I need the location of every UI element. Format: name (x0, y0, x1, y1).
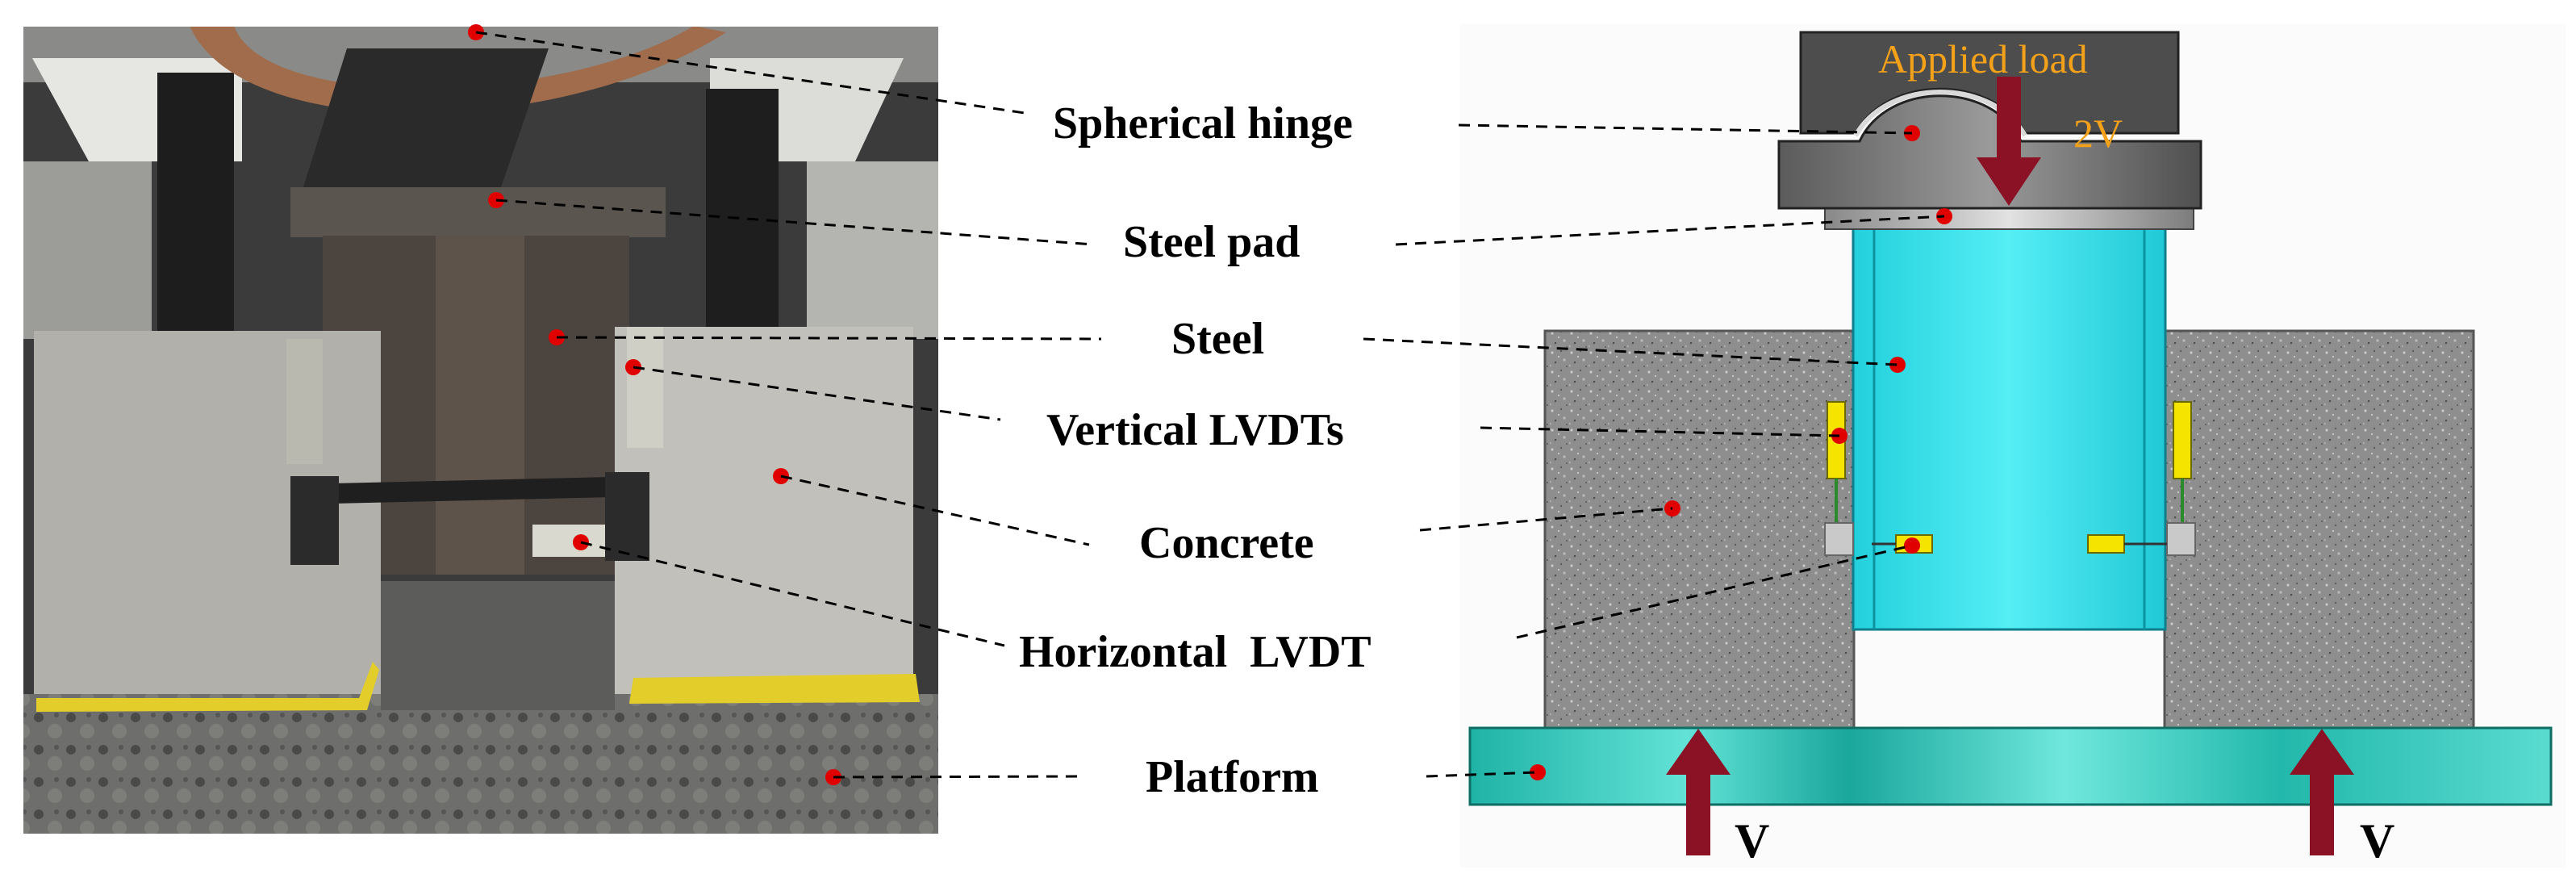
photo-clamp-left (290, 476, 339, 565)
marker-schematic-steel (1889, 357, 1906, 373)
label-vertical-lvdts: Vertical LVDTs (1046, 405, 1344, 455)
applied-load-arrow (1977, 77, 2041, 206)
photo-right-wall (807, 161, 939, 339)
photo-right-concrete-block (615, 327, 913, 706)
leader-steel-pad-schematic (1395, 215, 1945, 246)
leader-horizontal-lvdt-schematic (1516, 544, 1913, 639)
photo-clamp-right (605, 472, 649, 561)
leader-steel-pad-photo (495, 199, 1094, 246)
reaction-label-left: V (1735, 814, 1770, 868)
photo-left-threaded-rod (157, 73, 234, 339)
label-platform: Platform (1146, 752, 1319, 802)
schematic (1460, 24, 2566, 868)
concrete-block-right (2163, 329, 2475, 734)
photo-left-wall (23, 161, 152, 339)
marker-schematic-horizontal-lvdt (1904, 537, 1920, 554)
marker-schematic-platform (1530, 764, 1546, 780)
leader-lines (475, 31, 1945, 779)
photo-steel-pad (290, 187, 666, 237)
steel-column (1852, 216, 2167, 631)
platform (1468, 726, 2553, 806)
reaction-label-right: V (2360, 814, 2395, 868)
label-horizontal-lvdt: Horizontal LVDT (1019, 627, 1372, 677)
photo-instrument-bar (299, 476, 645, 504)
photo-right-lvdt (627, 327, 663, 448)
leader-hinge-schematic (1458, 123, 1913, 135)
leader-vertical-lvdt-photo (633, 366, 1001, 421)
photo-hinge-strap (190, 26, 726, 114)
leader-hinge-photo (475, 31, 1025, 115)
leader-concrete-photo (780, 475, 1090, 546)
label-steel: Steel (1171, 314, 1265, 364)
leader-steel-photo (556, 336, 1102, 341)
photo-left-sealant (36, 662, 379, 712)
horizontal-lvdt-right (2087, 534, 2125, 554)
photo-hinge-block (303, 48, 549, 190)
reaction-arrow-left (1666, 729, 1731, 855)
photo-left-lvdt (286, 339, 323, 464)
load-value-label: 2V (2073, 111, 2123, 156)
reaction-arrow-right (2290, 729, 2354, 855)
photo-right-sealant (629, 674, 920, 704)
label-steel-pad: Steel pad (1123, 217, 1301, 267)
applied-load-label: Applied load (1878, 36, 2088, 82)
concrete-block-left (1543, 329, 1856, 734)
label-spherical-hinge: Spherical hinge (1053, 98, 1353, 148)
photo-floor (23, 694, 939, 834)
leader-concrete-schematic (1419, 507, 1673, 532)
photo-steel-column-shade (436, 236, 524, 575)
leader-steel-schematic (1363, 337, 1898, 366)
leader-vertical-lvdt-schematic (1480, 426, 1840, 437)
label-concrete: Concrete (1139, 518, 1314, 568)
vertical-lvdt-right (2173, 401, 2192, 479)
photo-floor-gap (381, 581, 615, 710)
photo-right-threaded-rod (706, 89, 779, 331)
leader-horizontal-lvdt-photo (580, 541, 1005, 647)
photo-horizontal-lvdt (532, 525, 605, 557)
leader-platform-photo (833, 775, 1086, 779)
lvdt-bracket-right (2166, 522, 2196, 556)
lvdt-bracket-left (1824, 522, 1854, 556)
test-photo (22, 25, 940, 835)
